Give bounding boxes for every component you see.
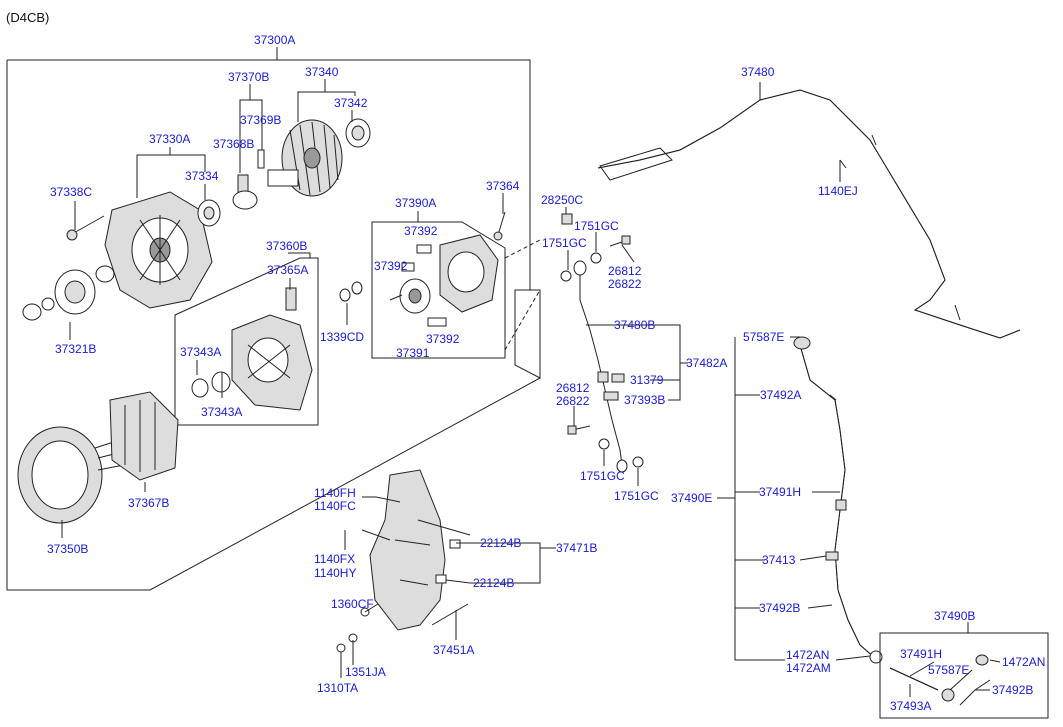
label-1140FC: 1140FC	[314, 499, 356, 513]
label-1751GC-d: 1751GC	[614, 489, 659, 503]
label-37365A: 37365A	[267, 263, 308, 277]
label-37338C: 37338C	[50, 185, 92, 199]
label-37367B: 37367B	[128, 496, 169, 510]
brush-holder-parts	[232, 149, 265, 210]
label-1751GC-c: 1751GC	[580, 469, 625, 483]
label-1310TA: 1310TA	[317, 681, 358, 695]
vacuum-link-dashed	[504, 239, 541, 351]
label-1751GC-a: 1751GC	[574, 219, 619, 233]
label-37350B: 37350B	[47, 542, 88, 556]
alternator-assembly-frame	[6, 59, 541, 591]
alternator-bracket	[369, 469, 471, 631]
label-37493A: 37493A	[890, 699, 931, 713]
label-1140FH: 1140FH	[314, 486, 356, 500]
label-22124B-b: 22124B	[473, 576, 514, 590]
rear-housing-frame	[174, 257, 319, 426]
front-bearing	[345, 118, 371, 148]
label-37392-top: 37392	[404, 224, 438, 238]
label-37340: 37340	[305, 65, 339, 79]
label-37343A-bottom: 37343A	[201, 405, 242, 419]
label-37370B: 37370B	[228, 70, 269, 84]
oring-1339CD	[339, 281, 363, 302]
label-37391: 37391	[396, 346, 430, 360]
label-37390A: 37390A	[395, 196, 436, 210]
fittings-middle	[560, 213, 644, 468]
vacuum-pump	[389, 234, 499, 327]
leader-lines	[61, 47, 1001, 697]
label-37480: 37480	[741, 65, 775, 79]
label-1751GC-b: 1751GC	[542, 236, 587, 250]
label-1472AN-b: 1472AN	[1002, 655, 1045, 669]
vacuum-pump-frame	[371, 221, 506, 359]
vacuum-tube-37480B	[573, 260, 628, 473]
label-26812-a: 26812	[608, 264, 642, 278]
label-37393B: 37393B	[624, 393, 665, 407]
label-37343A-top: 37343A	[180, 345, 221, 359]
label-37321B: 37321B	[55, 342, 96, 356]
label-26822-a: 26822	[608, 277, 642, 291]
label-37368B: 37368B	[213, 137, 254, 151]
vacuum-pipe-37480	[597, 89, 1021, 339]
label-37482A: 37482A	[686, 356, 727, 370]
front-housing	[104, 191, 213, 309]
pulley	[22, 265, 115, 321]
label-37342: 37342	[334, 96, 368, 110]
seal-rings-37343A	[191, 371, 231, 398]
label-37491H-a: 37491H	[759, 485, 801, 499]
label-37471B: 37471B	[556, 541, 597, 555]
vacuum-hose-37490E	[793, 336, 883, 664]
label-26812-b: 26812	[556, 381, 590, 395]
bolt-37364	[493, 211, 506, 241]
label-1339CD: 1339CD	[320, 330, 364, 344]
label-26822-b: 26822	[556, 394, 590, 408]
label-37360B: 37360B	[266, 239, 307, 253]
bolt-37338C	[66, 215, 105, 241]
label-1472AM: 1472AM	[786, 661, 831, 675]
label-37330A: 37330A	[149, 132, 190, 146]
hose-37490B-frame	[879, 632, 1049, 719]
rear-housing	[231, 287, 313, 411]
label-37451A: 37451A	[433, 643, 474, 657]
label-37490E: 37490E	[671, 491, 712, 505]
label-31379: 31379	[630, 373, 664, 387]
stator	[17, 426, 125, 524]
rectifier-regulator	[109, 391, 179, 481]
label-37369B: 37369B	[240, 113, 281, 127]
label-37364: 37364	[486, 179, 520, 193]
part-labels: 37300A 37340 37370B 37342 37369B 37330A …	[47, 33, 1045, 713]
label-1351JA: 1351JA	[345, 665, 386, 679]
label-57587E-b: 57587E	[928, 663, 969, 677]
label-37334: 37334	[185, 169, 219, 183]
label-37480B: 37480B	[614, 318, 655, 332]
label-37492B: 37492B	[759, 601, 800, 615]
label-57587E-a: 57587E	[743, 330, 784, 344]
label-37300A: 37300A	[254, 33, 295, 47]
label-37491H-b: 37491H	[900, 647, 942, 661]
label-1140HY: 1140HY	[314, 566, 356, 580]
label-1360CF: 1360CF	[331, 597, 374, 611]
label-22124B-a: 22124B	[480, 536, 521, 550]
engine-code: (D4CB)	[6, 10, 49, 25]
label-1140FX: 1140FX	[314, 552, 355, 566]
label-37392-left: 37392	[374, 259, 408, 273]
label-37413: 37413	[762, 553, 796, 567]
label-1140EJ: 1140EJ	[818, 184, 858, 198]
label-37392-bottom: 37392	[426, 332, 460, 346]
label-1472AN: 1472AN	[786, 648, 829, 662]
label-37492B-b: 37492B	[992, 683, 1033, 697]
vacuum-hose-37490B	[889, 654, 991, 706]
bearing-37334	[197, 199, 221, 227]
label-37492A: 37492A	[760, 388, 801, 402]
label-37490B: 37490B	[934, 609, 975, 623]
rotor-assembly	[267, 119, 343, 197]
label-28250C: 28250C	[541, 193, 583, 207]
